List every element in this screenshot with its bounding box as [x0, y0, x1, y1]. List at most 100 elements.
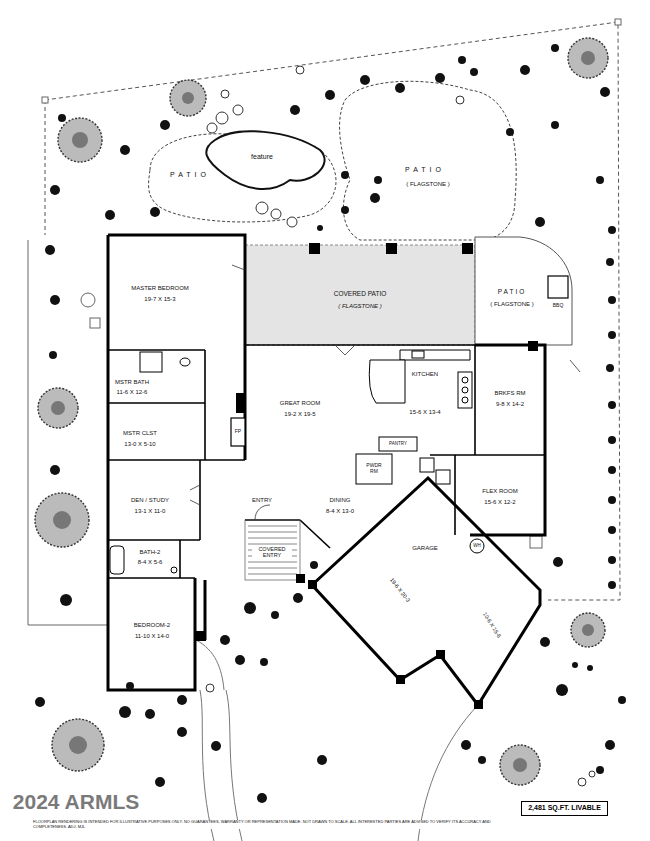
tree	[571, 613, 605, 647]
shrub	[395, 83, 405, 93]
interior-wall	[108, 459, 245, 461]
room-dimension: 19-6 X 20-3	[388, 576, 412, 604]
room-dimension: 13-1 X 11-0	[134, 508, 167, 515]
door-swing	[255, 505, 270, 520]
door-swing	[335, 345, 355, 355]
column	[196, 631, 206, 641]
door-swing	[190, 485, 200, 505]
column	[196, 574, 483, 709]
room-dimension: 13-0 X 5-10	[123, 441, 156, 448]
room-dimension: 11-10 X 14-0	[134, 633, 170, 640]
tree-core	[513, 758, 527, 772]
shrub	[608, 401, 616, 409]
room-name: MSTR BATH	[114, 379, 150, 386]
boulder	[578, 778, 586, 786]
shrub	[293, 593, 303, 603]
shrub	[551, 121, 559, 129]
boulder	[287, 217, 297, 227]
room-dimension: 15-6 X 12-2	[483, 499, 516, 506]
room-name: MSTR CLST	[122, 430, 158, 437]
shrub	[35, 44, 626, 803]
shrub	[45, 245, 55, 255]
room-name: BATH-2	[139, 549, 162, 556]
shrub	[608, 296, 616, 304]
boulder	[233, 105, 243, 115]
boulder	[207, 123, 217, 133]
door-swing	[570, 360, 580, 372]
exterior-wall	[312, 478, 540, 705]
kitchen-fixture	[356, 454, 392, 484]
shrub	[160, 120, 170, 130]
room-dimension: 19-7 X 15-3	[143, 296, 176, 303]
tree-core	[51, 51, 595, 772]
covered-entry	[245, 520, 300, 580]
shrub	[155, 777, 165, 787]
area-label: PATIO	[169, 171, 211, 179]
shrub	[50, 185, 60, 195]
interior-wall	[108, 539, 200, 541]
shrub	[606, 364, 614, 372]
boulder	[206, 66, 595, 786]
kitchen-fixture	[470, 539, 484, 553]
covered-patio	[462, 243, 473, 254]
shrub	[374, 176, 382, 184]
shrub	[608, 331, 616, 339]
fixture-label: WH	[472, 543, 482, 548]
room-name: BEDROOM-2	[133, 622, 171, 629]
room-name: FLEX ROOM	[481, 488, 518, 495]
interior-wall	[245, 344, 475, 346]
kitchen-fixture	[462, 387, 468, 393]
room-dimension: 11-6 X 12-6	[116, 389, 149, 396]
shrub	[211, 741, 221, 751]
tree-core	[53, 511, 71, 529]
interior-wall	[300, 520, 330, 548]
shrub	[177, 695, 187, 705]
fence-line	[81, 293, 95, 307]
tree-core	[72, 132, 88, 148]
interior-wall	[108, 345, 545, 578]
tree	[35, 493, 89, 547]
area-text: 2,481 SQ.FT. LIVABLE	[527, 804, 602, 812]
shrub	[506, 128, 514, 136]
covered-entry	[248, 526, 297, 574]
covered-entry	[245, 520, 300, 580]
shrub	[257, 793, 267, 803]
interior-wall	[199, 460, 201, 540]
kitchen-fixture	[458, 372, 472, 408]
door-swing	[232, 265, 245, 270]
room-name: GREAT ROOM	[279, 400, 321, 407]
room-name: PWDR RM	[361, 463, 387, 475]
shrub	[435, 73, 445, 83]
shrub	[458, 56, 466, 64]
walkway	[196, 640, 478, 841]
interior-wall	[204, 350, 206, 460]
material-note: ( FLAGSTONE )	[405, 181, 451, 188]
material-note: ( FLAGSTONE )	[337, 303, 383, 310]
bath-fixture	[110, 546, 124, 574]
shrub	[325, 90, 335, 100]
room-dimension: 8-4 X 13-0	[325, 508, 355, 515]
shrub	[608, 226, 616, 234]
interior-wall	[108, 349, 205, 351]
room-name: PANTRY	[388, 441, 408, 446]
covered-patio	[309, 243, 320, 254]
room-name: DEN / STUDY	[130, 497, 170, 504]
shrub	[35, 697, 45, 707]
fence-line	[28, 19, 621, 625]
fence-line	[42, 97, 48, 103]
shrub	[145, 709, 155, 719]
interior-wall	[108, 577, 195, 579]
fence-line	[615, 19, 621, 25]
bath-fixture	[110, 352, 190, 574]
shrub	[341, 171, 349, 179]
covered-patio	[245, 245, 475, 345]
shrub	[126, 682, 134, 690]
tree	[500, 745, 540, 785]
shrub	[120, 145, 130, 155]
boulder	[589, 771, 595, 777]
tree-core	[182, 92, 194, 104]
kitchen-fixture	[369, 360, 405, 403]
column	[436, 650, 445, 659]
shrub	[220, 635, 230, 645]
